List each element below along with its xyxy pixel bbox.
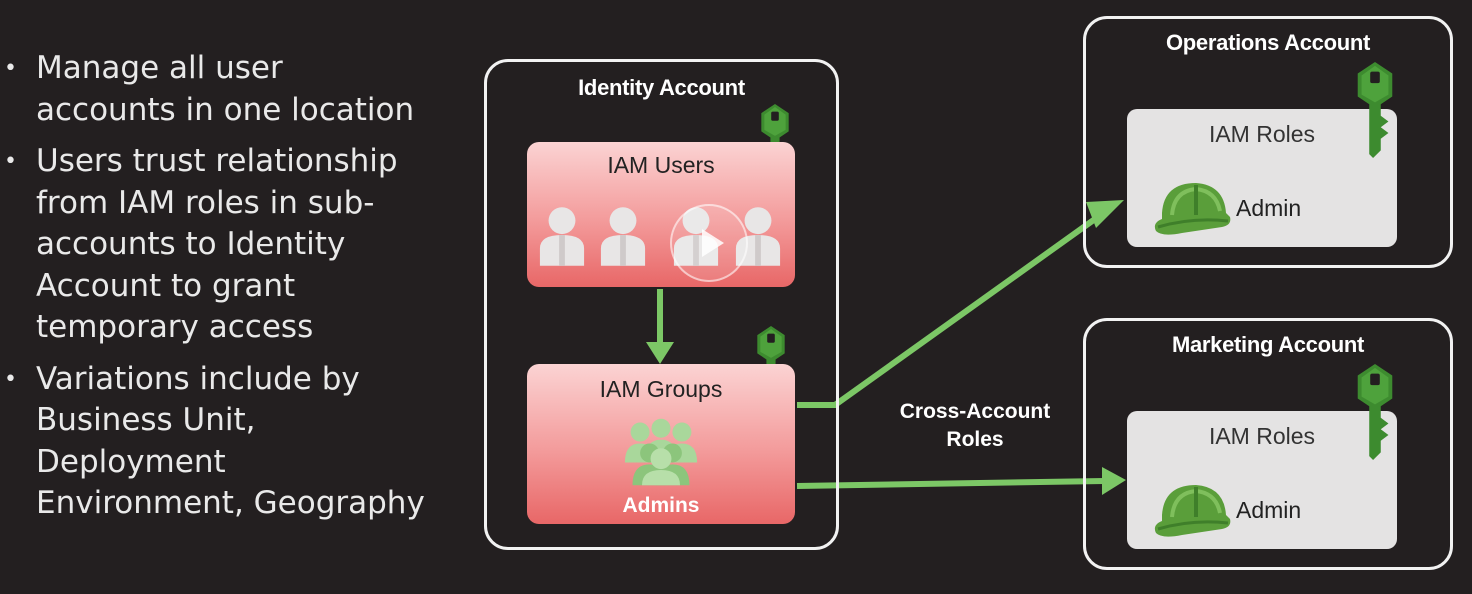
bullet-item: • Users trust relationship from IAM role… (0, 141, 460, 349)
admins-group-label: Admins (622, 494, 700, 517)
iam-users-box: IAM Users (527, 142, 795, 287)
user-group-icon (623, 418, 699, 486)
user-icon (538, 206, 586, 266)
key-icon (1353, 364, 1397, 460)
groups-to-marketing-arrowhead (1102, 467, 1126, 495)
bullet-line: Business Unit, (36, 402, 256, 438)
bullet-line: from IAM roles in sub- (36, 184, 375, 221)
operations-account-container: Operations Account (1083, 16, 1453, 268)
bullet-dot-icon: • (4, 366, 17, 392)
bullet-line: Account to grant (36, 267, 296, 304)
bullet-line: Environment, Geography (36, 485, 425, 521)
helmet-icon (1152, 179, 1232, 235)
bullet-line: Variations include by (36, 360, 360, 397)
operations-admin-role-label: Admin (1236, 195, 1302, 221)
groups-to-marketing-arrow-line (796, 478, 1105, 489)
cross-account-roles-label: Cross-Account Roles (880, 398, 1070, 454)
operations-iam-roles-box: IAM Roles Admin (1127, 109, 1397, 247)
operations-account-title: Operations Account (1165, 30, 1371, 55)
bullet-dot-icon: • (4, 149, 17, 174)
bullet-line: Deployment (36, 443, 226, 480)
bullet-item: • Variations include by Business Unit, D… (0, 359, 460, 525)
play-button-icon[interactable] (670, 204, 748, 282)
iam-groups-box: IAM Groups Admins (527, 364, 795, 524)
bullet-line: Manage all user (36, 50, 283, 86)
user-icon (599, 206, 647, 266)
identity-account-container: Identity Account (484, 59, 839, 550)
marketing-account-title: Marketing Account (1171, 332, 1365, 357)
bullet-list: • Manage all user accounts in one locati… (0, 48, 460, 535)
cross-account-label-line: Roles (946, 428, 1004, 451)
bullet-line: Users trust relationship (36, 143, 398, 179)
bullet-line: accounts to Identity (36, 226, 346, 262)
marketing-roles-label: IAM Roles (1208, 423, 1316, 449)
identity-account-title: Identity Account (578, 75, 745, 100)
bullet-item: • Manage all user accounts in one locati… (0, 48, 460, 131)
groups-to-operations-arrow-line (797, 211, 1104, 408)
bullet-dot-icon: • (4, 56, 17, 81)
cross-account-label-line: Cross-Account (899, 400, 1051, 423)
bullet-line: accounts in one location (36, 91, 415, 128)
iam-users-label: IAM Users (607, 152, 715, 178)
marketing-iam-roles-box: IAM Roles Admin (1127, 411, 1397, 549)
key-icon (1353, 62, 1397, 158)
groups-to-operations-arrowhead (1086, 200, 1124, 228)
operations-roles-label: IAM Roles (1208, 121, 1316, 147)
helmet-icon (1152, 481, 1232, 537)
marketing-admin-role-label: Admin (1236, 497, 1302, 523)
marketing-account-container: Marketing Account (1083, 318, 1453, 570)
bullet-line: temporary access (36, 309, 314, 345)
iam-groups-label: IAM Groups (599, 376, 723, 402)
users-to-groups-arrowhead (646, 342, 674, 364)
play-triangle-icon (702, 229, 724, 257)
